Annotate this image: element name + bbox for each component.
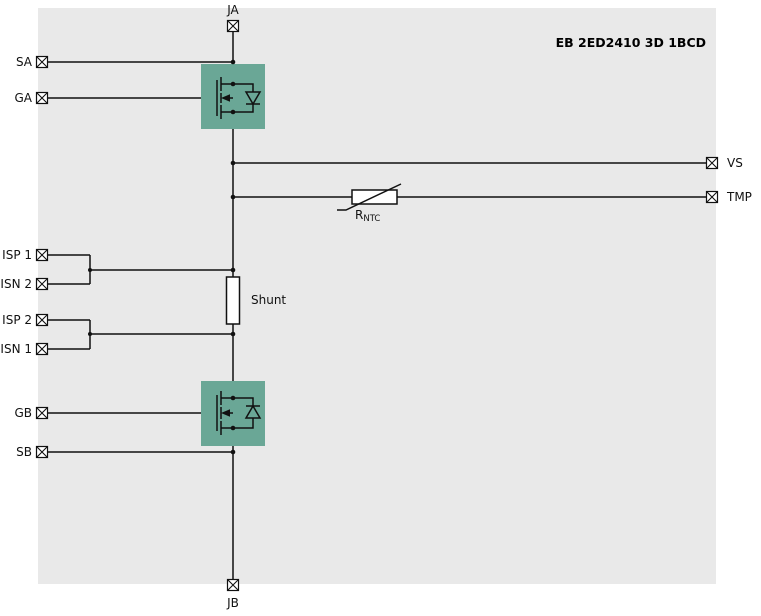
terminal-x-icon [36,56,48,68]
junction-dot [230,194,236,200]
terminal-x-icon [36,343,48,355]
terminal-isp2 [35,313,49,327]
sb-label: SB [16,445,32,459]
terminal-sa [35,55,49,69]
jb-label: JB [226,596,239,610]
junction-dot [88,268,92,272]
sense-top-wire [48,254,233,285]
tmp-label: TMP [726,190,752,204]
terminal-x-icon [706,191,718,203]
terminal-isp1 [35,248,49,262]
terminal-x-icon [36,92,48,104]
terminal-jb [226,578,240,592]
terminal-x-icon [227,579,239,591]
junction-dot [230,160,236,166]
wiring [48,32,706,580]
isn2-label: ISN 2 [0,277,32,291]
gb-label: GB [14,406,32,420]
junction-dot [88,332,92,336]
junction-dot [230,395,236,401]
junction-dot [230,331,236,337]
terminal-vs [705,156,719,170]
mosfet-a-highlight [201,64,265,129]
junction-dot [230,59,236,65]
ntc-strike [337,183,402,211]
mosfet-b [201,381,265,446]
terminal-isn2 [35,277,49,291]
terminal-sb [35,445,49,459]
junction-dots [88,59,236,455]
terminal-ja [226,19,240,33]
isn1-label: ISN 1 [0,342,32,356]
junction-dot [230,267,236,273]
vs-label: VS [727,156,743,170]
terminal-x-icon [36,314,48,326]
mosfet-b-body-diode [244,404,262,419]
mosfet-a [201,64,265,129]
ntc-resistor: RNTC [337,183,402,224]
board-title: EB 2ED2410 3D 1BCD [556,35,706,50]
junction-dot [230,425,236,431]
terminal-tmp [705,190,719,204]
terminal-ga [35,91,49,105]
mosfet-a-body-diode [244,91,262,106]
ga-label: GA [14,91,32,105]
terminal-x-icon [227,20,239,32]
junction-dot [230,81,236,87]
isp1-label: ISP 1 [2,248,32,262]
sense-bottom-wire [48,319,233,350]
terminal-isn1 [35,342,49,356]
isp2-label: ISP 2 [2,313,32,327]
terminal-x-icon [706,157,718,169]
schematic-background [38,8,716,584]
ja-label: JA [226,3,239,17]
junction-dot [230,449,236,455]
terminal-x-icon [36,407,48,419]
terminal-x-icon [36,249,48,261]
mosfet-b-body-arrow [221,409,230,417]
shunt-body [225,276,241,325]
terminal-x-icon [36,278,48,290]
shunt-resistor: Shunt [225,276,286,325]
sa-label: SA [16,55,33,69]
shunt-label: Shunt [251,293,286,307]
junction-dot [230,109,236,115]
terminal-x-icon [36,446,48,458]
ntc-label: RNTC [355,208,380,224]
mosfet-a-body-arrow [221,94,230,102]
terminal-gb [35,406,49,420]
